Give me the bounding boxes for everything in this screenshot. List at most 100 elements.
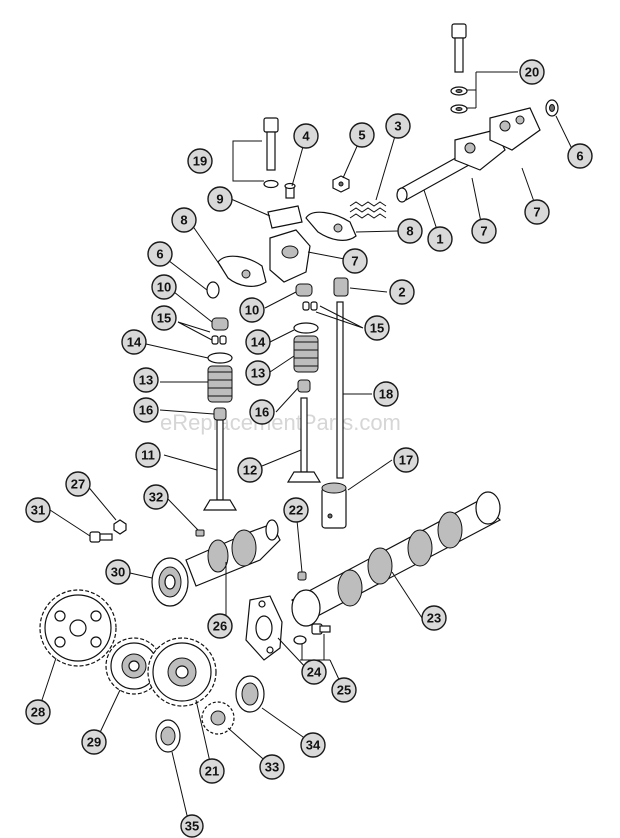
callout-30: 30 [105,559,131,585]
valve-spring-13-right [293,335,319,373]
callout-5: 5 [349,122,375,148]
cap-10-right [295,283,313,297]
callout-4: 4 [293,123,319,149]
svg-text:34: 34 [306,738,321,753]
callout-23: 23 [421,605,447,631]
retainer-14-right [293,322,319,334]
callout-8-right: 8 [397,218,423,244]
svg-text:29: 29 [87,735,101,750]
callout-10-right: 10 [239,297,265,323]
keepers-15 [211,301,318,345]
callout-13-right: 13 [245,360,271,386]
svg-text:3: 3 [394,119,401,134]
svg-text:4: 4 [302,129,310,144]
svg-text:35: 35 [185,819,199,834]
callout-18: 18 [373,381,399,407]
svg-text:24: 24 [307,665,322,680]
callout-19: 19 [187,148,213,174]
rocker-shaft-assembly [396,99,559,203]
callout-28: 28 [25,699,51,725]
plate-9 [267,205,303,229]
callout-35: 35 [180,814,204,838]
callout-7-right: 7 [471,218,497,244]
callout-16-right: 16 [249,399,275,425]
svg-text:26: 26 [213,619,227,634]
retainer-14-left [207,352,233,364]
svg-text:20: 20 [525,65,539,80]
svg-text:13: 13 [251,366,265,381]
svg-text:10: 10 [157,280,171,295]
callout-11: 11 [135,442,161,468]
svg-text:10: 10 [245,303,259,318]
callout-27: 27 [65,471,91,497]
callout-6-right: 6 [567,143,593,169]
callout-24: 24 [301,659,327,685]
callout-7-middle: 7 [342,248,368,274]
gear-28 [39,589,117,667]
callout-10-left: 10 [151,274,177,300]
svg-text:14: 14 [127,335,142,350]
svg-text:31: 31 [31,503,45,518]
callout-34: 34 [300,732,326,758]
nut-27 [113,519,127,535]
callout-2: 2 [389,279,415,305]
callout-20: 20 [519,59,545,85]
svg-text:28: 28 [31,705,45,720]
svg-text:22: 22 [289,503,303,518]
svg-text:8: 8 [180,213,187,228]
svg-text:19: 19 [193,154,207,169]
callout-15-right: 15 [364,315,390,341]
svg-text:16: 16 [255,405,269,420]
gasket-24 [245,595,283,661]
bearing-30 [151,557,189,607]
camshaft-26 [185,519,281,587]
svg-text:6: 6 [156,247,163,262]
callout-16-left: 16 [133,397,159,423]
callout-14-right: 14 [245,329,271,355]
bearing-34 [235,675,265,713]
callout-32: 32 [143,484,169,510]
gear-29 [105,637,163,695]
small-parts-top [284,175,387,219]
svg-text:2: 2 [398,285,405,300]
tappet-17 [321,482,347,529]
svg-text:15: 15 [157,311,171,326]
bolt-19 [263,117,279,189]
valve-spring-13-left [207,365,233,403]
callout-14-left: 14 [121,329,147,355]
svg-text:6: 6 [576,149,583,164]
svg-text:14: 14 [251,335,266,350]
svg-text:27: 27 [71,477,85,492]
callout-22: 22 [283,497,309,523]
svg-text:23: 23 [427,611,441,626]
gear-33 [201,701,235,735]
leader-lines [39,71,575,829]
callout-17: 17 [393,447,419,473]
svg-text:12: 12 [243,463,257,478]
callout-21: 21 [199,758,225,784]
svg-text:8: 8 [406,224,413,239]
bolt-31 [89,531,113,543]
callout-25: 25 [331,677,357,703]
screw-2 [333,277,349,297]
callout-6-left: 6 [147,241,173,267]
ring-6-left [206,281,220,299]
callout-12: 12 [237,457,263,483]
cap-10-left [211,317,229,331]
svg-text:7: 7 [351,254,358,269]
key-32 [195,529,205,537]
svg-text:7: 7 [480,224,487,239]
bearing-35 [155,719,181,753]
seal-16-left [213,407,227,421]
watermark: eReplacementParts.com [160,410,401,435]
callout-13-left: 13 [133,367,159,393]
svg-text:16: 16 [139,403,153,418]
callout-8-left: 8 [171,207,197,233]
seal-16-right [297,379,311,393]
callout-29: 29 [81,729,107,755]
svg-text:17: 17 [399,453,413,468]
callout-3: 3 [385,113,411,139]
svg-text:33: 33 [265,760,279,775]
callout-9: 9 [207,186,233,212]
valve-11 [202,419,238,511]
